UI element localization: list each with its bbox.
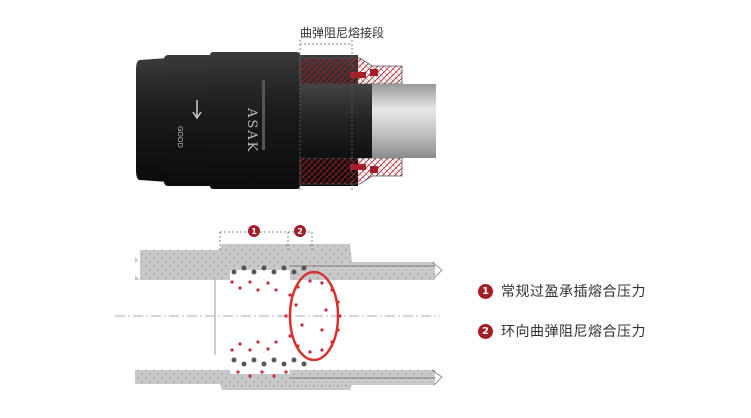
- direction-arrow-icon: [192, 100, 202, 120]
- caption-dimension-lines: [299, 40, 353, 190]
- legend-text-2: 环向曲弹阻尼熔合压力: [501, 324, 646, 340]
- fitting-left-socket: [136, 55, 216, 186]
- legend-text-1: 常规过盈承插熔合压力: [501, 284, 646, 300]
- brand-text: ASAK: [244, 107, 259, 153]
- fusion-section-caption: 曲弹阻尼熔接段: [300, 26, 385, 40]
- legend-number-2: 2: [478, 323, 493, 339]
- fitting-label-strip: [262, 80, 265, 150]
- tag-text: GOOD: [176, 126, 184, 148]
- legend-item-interference: 1 常规过盈承插熔合压力: [478, 281, 646, 301]
- inserted-pipe: [372, 84, 436, 158]
- legend-item-hoop: 2 环向曲弹阻尼熔合压力: [478, 321, 646, 341]
- legend-number-1: 1: [478, 283, 493, 299]
